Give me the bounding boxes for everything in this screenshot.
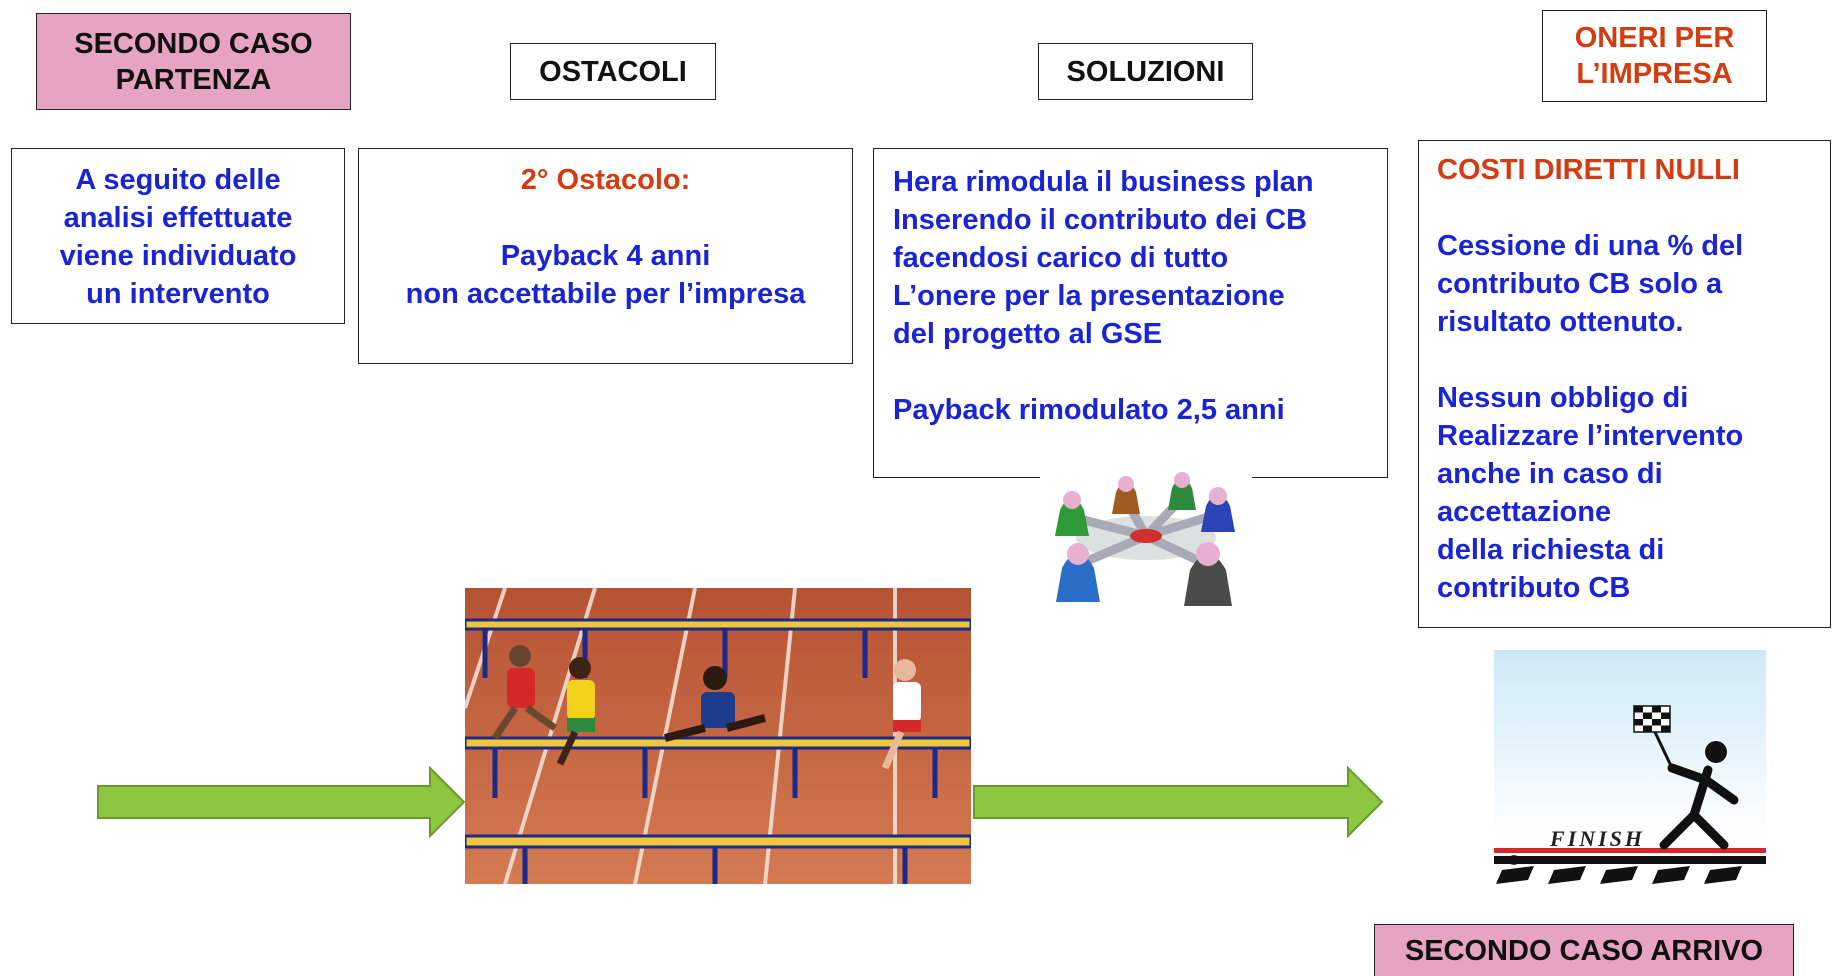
solution-line-5: del progetto al GSE [893, 318, 1163, 350]
costs-header-line-2: L’IMPRESA [1576, 58, 1733, 90]
obstacle-box: 2° Ostacolo: Payback 4 anni non accettab… [358, 148, 853, 364]
costs-para1-line-1: Cessione di una % del [1437, 230, 1744, 262]
start-description-box: A seguito delle analisi effettuate viene… [11, 148, 345, 324]
obstacle-line-1: Payback 4 anni [500, 240, 711, 272]
obstacles-header-label: OSTACOLI [539, 55, 687, 88]
network-people-icon [1040, 458, 1252, 618]
start-line-1: A seguito delle [75, 164, 281, 196]
costs-header: ONERI PER L’IMPRESA [1542, 10, 1767, 102]
costs-para2-line-3: anche in caso di [1437, 458, 1663, 490]
costs-header-line-1: ONERI PER [1574, 22, 1735, 54]
start-line-2: analisi effettuate [63, 202, 293, 234]
solution-line-1: Hera rimodula il business plan [893, 166, 1314, 198]
start-line-3: viene individuato [59, 240, 297, 272]
obstacles-header: OSTACOLI [510, 43, 716, 100]
end-header-label: SECONDO CASO ARRIVO [1404, 934, 1764, 967]
obstacle-line-2: non accettabile per l’impresa [405, 278, 806, 310]
costs-para2-line-6: contributo CB [1437, 572, 1631, 604]
costs-para1-line-2: contributo CB solo a [1437, 268, 1723, 300]
green-arrow-left [97, 766, 466, 838]
start-line-4: un intervento [86, 278, 270, 310]
costs-box: COSTI DIRETTI NULLI Cessione di una % de… [1418, 140, 1831, 628]
green-arrow-right [973, 766, 1384, 838]
costs-para2-line-5: della richiesta di [1437, 534, 1665, 566]
costs-para2-line-2: Realizzare l’intervento [1437, 420, 1744, 452]
costs-para1-line-3: risultato ottenuto. [1437, 306, 1684, 338]
costs-para2-line-4: accettazione [1437, 496, 1612, 528]
start-header-line-1: SECONDO CASO [74, 27, 313, 60]
solution-payback: Payback rimodulato 2,5 anni [893, 394, 1285, 426]
solution-line-2: Inserendo il contributo dei CB [893, 204, 1308, 236]
solutions-header: SOLUZIONI [1038, 43, 1253, 100]
costs-para2-line-1: Nessun obbligo di [1437, 382, 1689, 414]
solution-line-4: L’onere per la presentazione [893, 280, 1285, 312]
obstacle-title: 2° Ostacolo: [520, 164, 691, 196]
start-header-line-2: PARTENZA [115, 63, 272, 96]
finish-line-icon: FINISH [1494, 650, 1766, 900]
start-header: SECONDO CASO PARTENZA [36, 13, 351, 110]
end-header: SECONDO CASO ARRIVO [1374, 924, 1794, 976]
costs-title: COSTI DIRETTI NULLI [1437, 154, 1740, 186]
finish-sign-text: FINISH [1549, 826, 1645, 851]
solution-box: Hera rimodula il business plan Inserendo… [873, 148, 1388, 478]
solution-line-3: facendosi carico di tutto [893, 242, 1229, 274]
solutions-header-label: SOLUZIONI [1066, 55, 1225, 88]
hurdles-photo [465, 588, 971, 884]
